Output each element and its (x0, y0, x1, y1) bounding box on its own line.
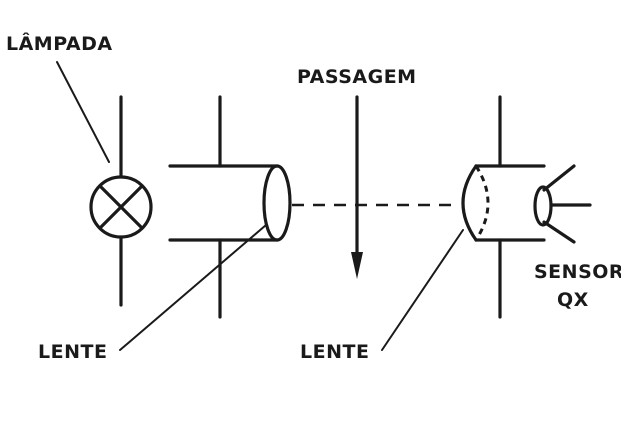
sensor-label-line1: SENSOR (534, 261, 621, 283)
left-lens (262, 164, 292, 242)
lamp-symbol (89, 95, 153, 307)
lens-right-label: LENTE (300, 341, 369, 363)
left-lens-assembly (168, 95, 292, 319)
lamp-leader-line (56, 61, 110, 163)
right-lens-hidden-edge (474, 165, 490, 241)
lens-right-leader-line (381, 229, 464, 351)
passage-label: PASSAGEM (297, 66, 417, 88)
passage-arrow-head (351, 252, 363, 279)
lens-left-label: LENTE (38, 341, 107, 363)
lamp-label: LÂMPADA (6, 32, 113, 55)
right-lens-assembly (461, 95, 546, 319)
right-lens (461, 164, 478, 242)
sensor-label-line2: QX (557, 289, 589, 311)
lens-left-leader-line (119, 224, 267, 351)
sensor-symbol (533, 164, 592, 244)
